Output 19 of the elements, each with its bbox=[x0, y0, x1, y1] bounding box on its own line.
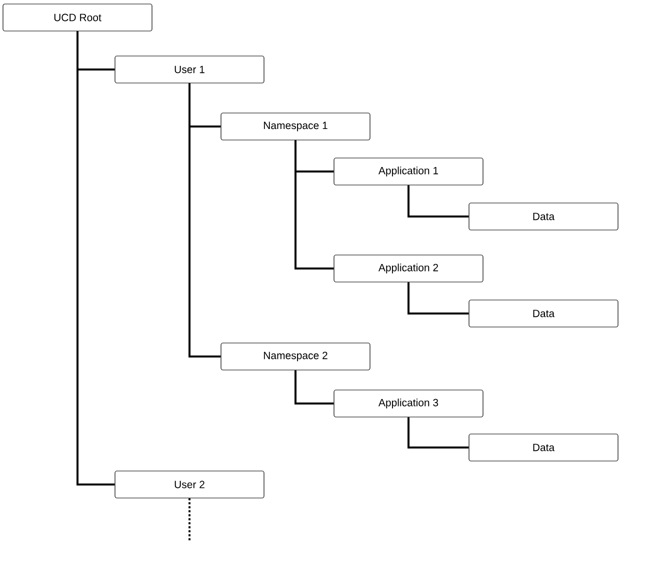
tree-box: Application 3 bbox=[334, 390, 484, 418]
tree-box: Namespace 1 bbox=[220, 112, 370, 140]
connector-line bbox=[76, 31, 115, 486]
tree-box: Application 2 bbox=[334, 254, 484, 282]
tree-box: UCD Root bbox=[2, 4, 152, 32]
tree-box: Data bbox=[468, 300, 618, 328]
tree-box: Data bbox=[468, 434, 618, 462]
connector-line bbox=[408, 185, 469, 218]
connector-line bbox=[188, 83, 221, 358]
connector-line bbox=[408, 282, 469, 314]
connector-line bbox=[408, 417, 469, 448]
tree-box: User 1 bbox=[114, 56, 264, 84]
connector-line bbox=[294, 370, 334, 404]
tree-box: Namespace 2 bbox=[220, 342, 370, 370]
tree-box: Data bbox=[468, 202, 618, 230]
tree-box: User 2 bbox=[114, 470, 264, 498]
continuation-line bbox=[188, 498, 190, 542]
connector-line bbox=[294, 140, 334, 270]
tree-box: Application 1 bbox=[334, 158, 484, 186]
